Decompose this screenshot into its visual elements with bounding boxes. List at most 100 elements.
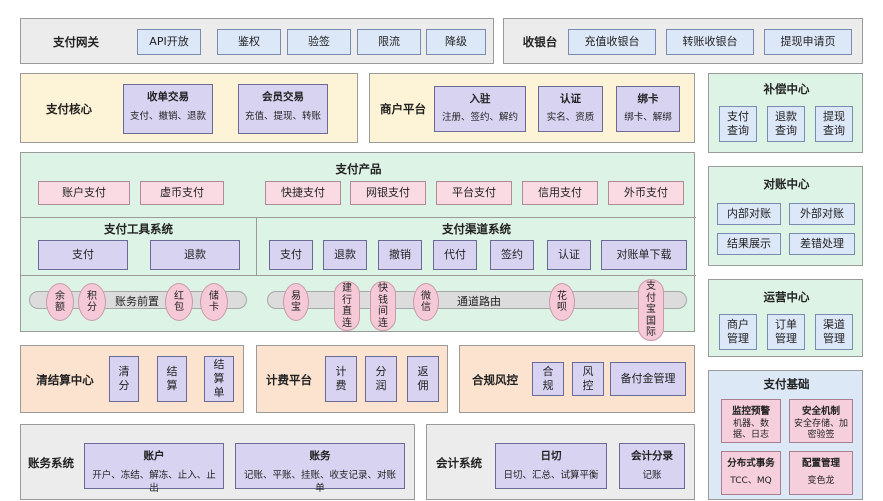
pay-base-card-security: 安全机制 安全存储、加密验签 <box>789 399 853 443</box>
ledger-front-title: 账务前置 <box>115 295 159 308</box>
cashier-section: 收银台 充值收银台 转账收银台 提现申请页 <box>503 18 863 64</box>
finance-card-day-cut: 日切 日切、汇总、试算平衡 <box>495 443 607 489</box>
ops-item-channel: 渠道管理 <box>815 314 853 350</box>
product-platform-pay: 平台支付 <box>436 181 512 205</box>
circle-label: 易宝 <box>291 290 301 314</box>
clearing-section: 清结算中心 清分 结算 结算单 <box>20 345 244 413</box>
tools-item-refund: 退款 <box>150 240 240 270</box>
gateway-item-verify-sign: 验签 <box>287 29 351 55</box>
card-body: 日切、汇总、试算平衡 <box>503 470 599 481</box>
item-label: 支付查询 <box>727 109 749 137</box>
gateway-title: 支付网关 <box>53 35 99 49</box>
pay-core-section: 支付核心 收单交易 支付、撤销、退款 会员交易 充值、提现、转账 <box>20 73 358 143</box>
card-head: 配置管理 <box>801 458 840 469</box>
card-head: 日切 <box>540 450 562 462</box>
pay-base-card-config: 配置管理 变色龙 <box>789 451 853 495</box>
risk-section: 合规风控 合规 风控 备付金管理 <box>459 345 695 413</box>
item-label: 提现查询 <box>823 109 845 137</box>
routing-circle-ccb-direct: 建行直连 <box>334 281 360 331</box>
routing-circle-99bill-indirect: 快钱间连 <box>370 281 396 331</box>
ledger-circle-stored-card: 储卡 <box>200 283 228 321</box>
routing-title: 通道路由 <box>457 295 501 308</box>
card-body: 安全存储、加密验签 <box>794 419 849 441</box>
ops-item-merchant: 商户管理 <box>719 314 757 350</box>
item-label: 清分 <box>118 364 130 392</box>
accounting-section: 账务系统 账户 开户、冻结、解冻、止入、止出 账务 记账、平账、挂账、收支记录、… <box>20 424 415 500</box>
item-label: 订单管理 <box>775 317 797 345</box>
circle-label: 支付宝国际 <box>646 281 656 339</box>
gateway-item-rate-limit: 限流 <box>357 29 421 55</box>
gateway-item-degrade: 降级 <box>426 29 486 55</box>
channel-item-statement-download: 对账单下载 <box>601 240 687 270</box>
item-label: 风控 <box>582 364 594 392</box>
item-label: 合规 <box>542 364 554 392</box>
cashier-item-recharge: 充值收银台 <box>568 29 656 55</box>
billing-item-charge: 计费 <box>325 356 357 402</box>
card-body: 变色龙 <box>807 476 835 486</box>
pay-core-card-member: 会员交易 充值、提现、转账 <box>238 84 328 134</box>
reconcile-section: 对账中心 内部对账 外部对账 结果展示 差错处理 <box>708 166 863 266</box>
clearing-title: 清结算中心 <box>36 373 94 387</box>
item-label: 返佣 <box>417 364 429 392</box>
card-head: 会员交易 <box>262 91 304 103</box>
card-body: 实名、资质 <box>546 112 595 123</box>
card-body: 注册、签约、解约 <box>441 112 518 123</box>
product-credit-pay: 信用支付 <box>522 181 598 205</box>
pay-base-card-dist-tx: 分布式事务 TCC、MQ <box>721 451 781 495</box>
compensate-item-withdraw-query: 提现查询 <box>815 106 853 142</box>
ledger-circle-points: 积分 <box>78 283 106 321</box>
product-account-pay: 账户支付 <box>38 181 130 205</box>
products-vertical-divider <box>256 217 257 275</box>
pay-core-title: 支付核心 <box>46 102 92 116</box>
card-head: 安全机制 <box>801 406 840 417</box>
billing-section: 计费平台 计费 分润 返佣 <box>256 345 448 413</box>
billing-title: 计费平台 <box>266 373 312 387</box>
item-label: 结算 <box>166 364 178 392</box>
merchant-card-bindcard: 绑卡 绑卡、解绑 <box>616 86 680 132</box>
channel-item-refund: 退款 <box>323 240 367 270</box>
card-head: 分布式事务 <box>727 458 775 469</box>
card-head: 会计分录 <box>631 450 673 462</box>
pay-base-card-monitor: 监控预警 机器、数据、日志 <box>721 399 781 443</box>
circle-label: 建行直连 <box>342 283 352 329</box>
compensate-section: 补偿中心 支付查询 退款查询 提现查询 <box>708 73 863 153</box>
item-label: 计费 <box>335 364 347 392</box>
item-label: 渠道管理 <box>823 317 845 345</box>
item-label: 分润 <box>375 364 387 392</box>
compensate-item-refund-query: 退款查询 <box>767 106 805 142</box>
finance-title: 会计系统 <box>436 456 482 470</box>
accounting-title: 账务系统 <box>28 456 74 470</box>
routing-circle-alipay-intl: 支付宝国际 <box>638 279 664 341</box>
card-body: TCC、MQ <box>730 476 772 486</box>
reconcile-item-result: 结果展示 <box>717 233 781 255</box>
merchant-section: 商户平台 入驻 注册、签约、解约 认证 实名、资质 绑卡 绑卡、解绑 <box>369 73 695 143</box>
billing-item-profit-share: 分润 <box>365 356 397 402</box>
cashier-item-withdraw: 提现申请页 <box>764 29 852 55</box>
circle-label: 花呗 <box>557 290 567 314</box>
accounting-card-account: 账户 开户、冻结、解冻、止入、止出 <box>84 443 224 494</box>
risk-title: 合规风控 <box>472 373 518 387</box>
finance-section: 会计系统 日切 日切、汇总、试算平衡 会计分录 记账 <box>426 424 695 500</box>
card-body: 开户、冻结、解冻、止入、止出 <box>92 470 216 494</box>
product-virtual-coin-pay: 虚币支付 <box>140 181 224 205</box>
card-body: 记账 <box>642 470 662 481</box>
channel-item-cancel: 撤销 <box>378 240 422 270</box>
item-label: 结算单 <box>213 357 225 400</box>
products-divider-lower <box>21 275 696 276</box>
products-title: 支付产品 <box>335 162 382 176</box>
reconcile-title: 对账中心 <box>763 177 810 191</box>
card-head: 账户 <box>143 450 165 462</box>
pay-core-card-acquiring: 收单交易 支付、撤销、退款 <box>123 84 213 134</box>
card-body: 支付、撤销、退款 <box>129 111 206 122</box>
merchant-card-onboard: 入驻 注册、签约、解约 <box>434 86 526 132</box>
gateway-item-auth: 鉴权 <box>217 29 281 55</box>
merchant-card-certify: 认证 实名、资质 <box>538 86 603 132</box>
circle-label: 红包 <box>174 290 184 314</box>
channel-item-certify: 认证 <box>547 240 591 270</box>
item-label: 商户管理 <box>727 317 749 345</box>
circle-label: 积分 <box>87 290 97 314</box>
products-divider <box>21 217 696 218</box>
ops-title: 运营中心 <box>763 290 810 304</box>
channel-item-pay: 支付 <box>269 240 313 270</box>
compensate-title: 补偿中心 <box>763 82 810 96</box>
